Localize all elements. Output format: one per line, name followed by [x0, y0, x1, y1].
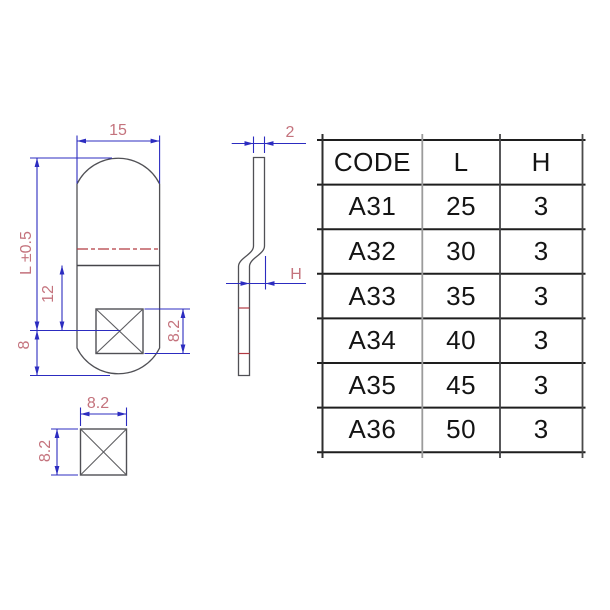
table-cell-h: 3	[533, 414, 549, 445]
dim-label-detail-width-8-2: 8.2	[86, 394, 110, 412]
table-header-h: H	[531, 146, 551, 177]
dim-label-thickness-2: 2	[285, 123, 295, 141]
front-view	[76, 157, 161, 375]
table-header-code: CODE	[333, 146, 411, 177]
dim-label-detail-height-8-2: 8.2	[37, 439, 54, 463]
front-view-arrowheads	[34, 138, 186, 376]
side-view	[237, 156, 266, 377]
table-cell-h: 3	[533, 369, 549, 400]
table-cell-h: 3	[533, 235, 549, 266]
table-cell-l: 25	[446, 191, 477, 222]
table-cell-l: 45	[446, 369, 477, 400]
table-cell-h: 3	[533, 191, 549, 222]
detail-view	[79, 428, 128, 476]
table-grid	[317, 134, 586, 458]
table-cell-l: 50	[446, 414, 477, 445]
table-cell-h: 3	[533, 325, 549, 356]
table-cell-code: A32	[348, 235, 397, 266]
side-view-arrowheads	[240, 141, 275, 286]
table-cell-l: 35	[446, 280, 477, 311]
dim-label-length-L: L ±0.5	[18, 231, 35, 275]
dim-label-width-15: 15	[109, 122, 127, 139]
table-cell-code: A31	[348, 191, 397, 222]
table-cell-h: 3	[533, 280, 549, 311]
dim-label-offset-12: 12	[40, 285, 57, 303]
table-cell-code: A36	[348, 414, 397, 445]
dim-label-bend-H: H	[290, 265, 302, 283]
dim-label-bottom-8: 8	[16, 340, 33, 350]
table-cell-code: A33	[348, 280, 397, 311]
table-cell-code: A35	[348, 369, 397, 400]
detail-view-arrowheads	[54, 411, 127, 475]
spec-table: CODE L H A31 25 3 A32 30 3 A33 35 3 A34 …	[323, 140, 583, 452]
table-header-l: L	[453, 146, 469, 177]
table-cell-l: 40	[446, 325, 477, 356]
dim-label-hole-8-2: 8.2	[166, 319, 183, 343]
table-cell-code: A34	[348, 325, 397, 356]
detail-view-dimensions	[51, 407, 128, 476]
table-cell-l: 30	[446, 235, 477, 266]
